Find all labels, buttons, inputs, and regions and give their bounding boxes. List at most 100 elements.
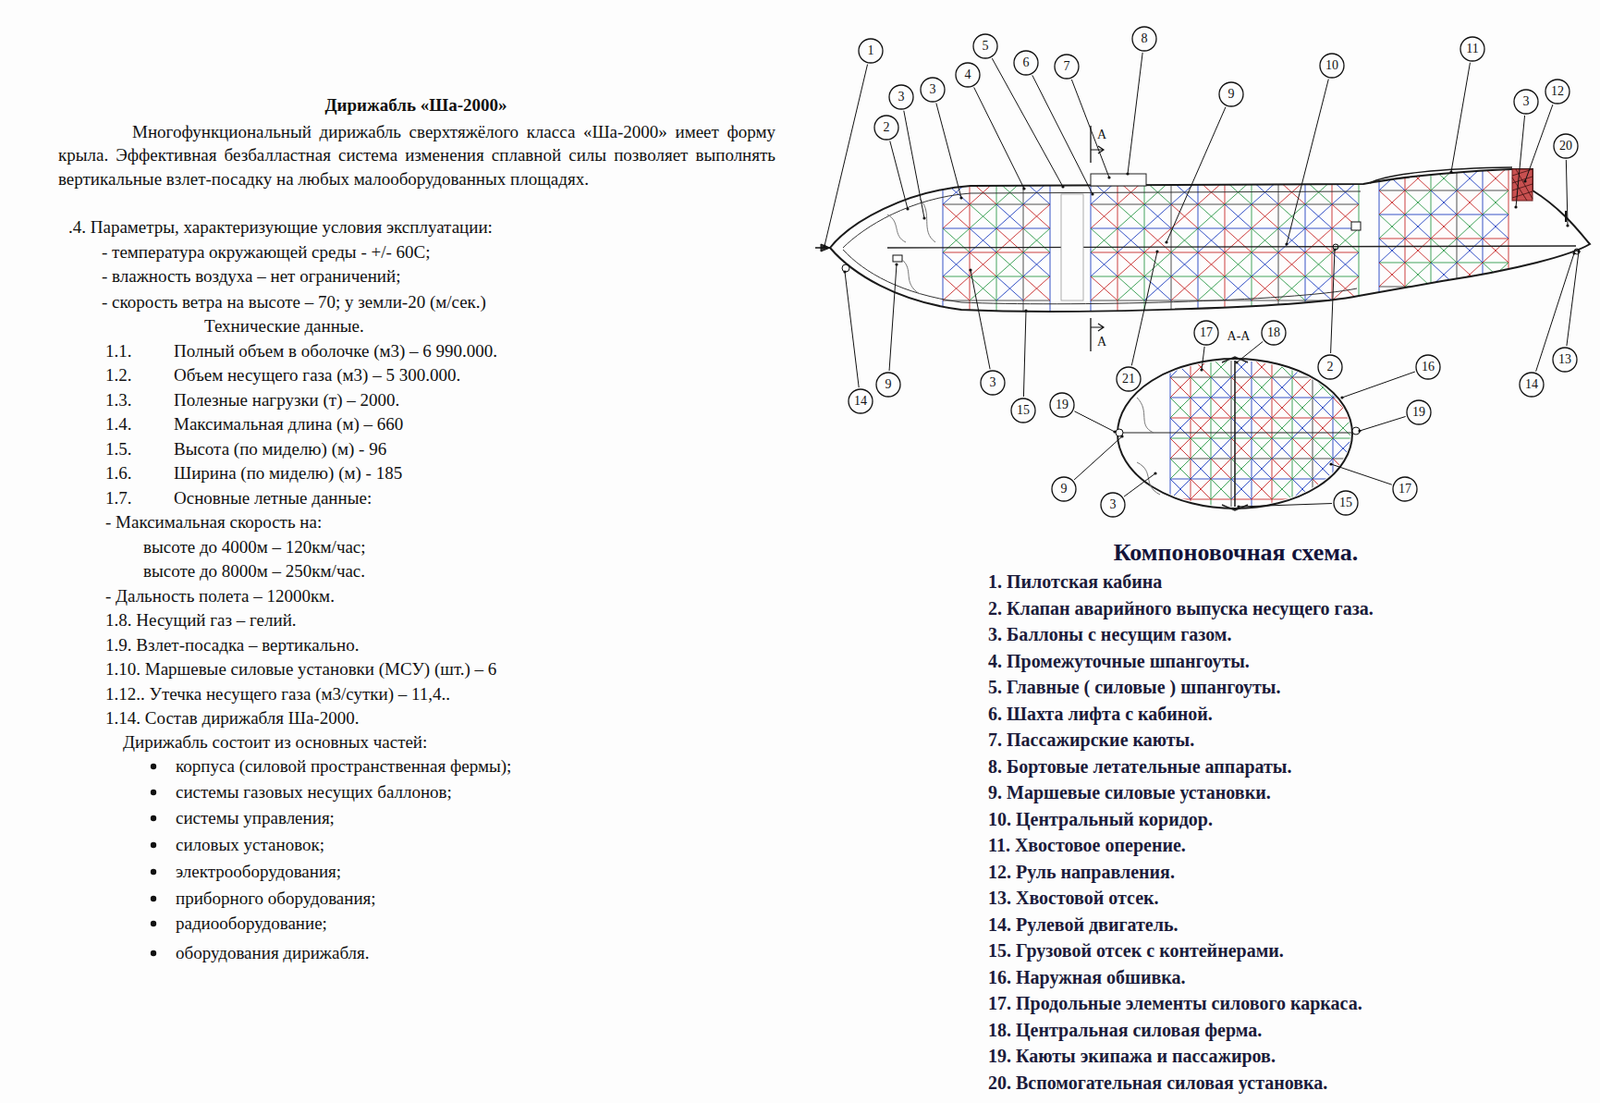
- truss-member: [1190, 478, 1211, 500]
- truss-member: [1170, 417, 1356, 419]
- central-corridor: [887, 245, 1576, 248]
- truss-member: [1210, 438, 1232, 459]
- callout-outline: [1100, 492, 1125, 517]
- truss-member: [1224, 252, 1252, 277]
- callout-outline: [955, 62, 980, 87]
- spec-text: 1.6.: [105, 462, 133, 485]
- truss-member: [1210, 438, 1232, 459]
- truss-member: [1231, 356, 1233, 511]
- truss-member: [1271, 478, 1293, 500]
- truss-member: [1305, 276, 1332, 301]
- truss-member: [1144, 204, 1172, 229]
- truss-member: [1312, 478, 1333, 500]
- callout-number: 3: [919, 76, 946, 103]
- paragraph: Многофункциональный дирижабль сверхтяжёл…: [58, 120, 776, 191]
- truss-member: [1210, 478, 1232, 500]
- callout-outline: [1545, 79, 1570, 104]
- spec-text: Полезные нагрузки (т) – 2000.: [173, 389, 400, 412]
- truss-member: [1170, 438, 1356, 440]
- spec-text: - Дальность полета – 12000км.: [105, 585, 335, 608]
- leader-line: [1525, 104, 1553, 182]
- rudder: [1512, 169, 1533, 201]
- truss-member: [1251, 438, 1272, 459]
- callout-circle: 3: [919, 76, 946, 103]
- leader-dot: [1449, 170, 1453, 173]
- truss-member: [942, 276, 970, 301]
- truss-member: [942, 180, 970, 205]
- callout-circle: 14: [1518, 371, 1545, 398]
- key-item: 9. Маршевые силовые установки.: [988, 780, 1271, 805]
- truss-member: [996, 180, 1024, 205]
- truss-member: [1251, 458, 1272, 479]
- truss-member: [1117, 228, 1145, 253]
- callout-outline: [858, 38, 883, 63]
- page-title: Дирижабль «Ша-2000»: [325, 94, 508, 117]
- spec-text: - влажность воздуха – нет ограничений;: [101, 265, 401, 288]
- truss-member: [1050, 180, 1051, 319]
- truss-member: [1197, 228, 1225, 253]
- callout-number: 14: [847, 388, 874, 415]
- callout-outline: [1392, 476, 1417, 501]
- truss-member: [1197, 276, 1225, 301]
- bullet: [150, 842, 157, 848]
- callout-outline: [1319, 53, 1344, 78]
- leader-line: [1359, 415, 1406, 431]
- truss-member: [1292, 438, 1313, 459]
- spec-text: Максимальная длина (м) – 660: [173, 413, 404, 436]
- truss-member: [1379, 190, 1405, 215]
- truss-member: [1305, 204, 1332, 229]
- callout-number: 3: [888, 84, 915, 110]
- leader-dot: [1024, 308, 1027, 312]
- leader-dot: [842, 269, 846, 273]
- callout-outline: [1318, 354, 1343, 379]
- leader-dot: [968, 268, 972, 271]
- truss-member: [996, 276, 1024, 301]
- section-mark: А: [1097, 126, 1107, 144]
- callout-circle: 14: [847, 388, 874, 415]
- truss-member: [1292, 458, 1313, 479]
- leader-line: [890, 141, 908, 209]
- callout-circle: 2: [873, 114, 900, 141]
- callout-number: 18: [1260, 319, 1287, 346]
- truss-member: [969, 204, 997, 229]
- truss-member: [1430, 238, 1457, 263]
- callout-circle: 17: [1392, 476, 1418, 502]
- truss-member: [1090, 252, 1118, 277]
- truss-member: [1210, 397, 1232, 418]
- truss-member: [1271, 458, 1293, 479]
- truss-member: [1224, 180, 1226, 319]
- spec-text: 1.12.. Утечка несущего газа (м3/сутки) –…: [105, 683, 451, 706]
- truss-member: [1117, 276, 1145, 301]
- truss-member: [1404, 166, 1431, 191]
- inner-skin: [842, 249, 1357, 305]
- truss-member: [942, 252, 970, 277]
- truss-member: [1190, 417, 1211, 439]
- truss-member: [1456, 166, 1458, 306]
- leader-dot: [1576, 249, 1580, 253]
- leader-line: [991, 58, 1063, 187]
- truss-member: [1170, 458, 1356, 460]
- leader-line: [1023, 310, 1026, 397]
- truss-member: [1332, 397, 1354, 418]
- truss-member: [1456, 214, 1483, 239]
- engine-symbol: [1351, 221, 1361, 231]
- callout-circle: 15: [1010, 397, 1037, 424]
- callout-outline: [1552, 347, 1577, 372]
- leader-dot: [1523, 179, 1527, 183]
- callout-circle: 11: [1459, 36, 1486, 62]
- key-item: 7. Пассажирские каюты.: [988, 727, 1195, 752]
- callout-number: 11: [1459, 36, 1486, 62]
- spec-text: .4. Параметры, характеризующие условия э…: [68, 216, 493, 239]
- callout-outline: [1051, 476, 1076, 501]
- truss-member: [1197, 252, 1225, 277]
- truss-member: [1332, 397, 1354, 418]
- truss-member: [1305, 228, 1332, 253]
- truss-member: [1404, 190, 1431, 215]
- leader-line: [1236, 341, 1263, 363]
- truss-member: [1305, 252, 1332, 277]
- truss-member: [1482, 238, 1509, 263]
- truss-member: [1251, 228, 1279, 253]
- leader-dot: [822, 244, 826, 247]
- truss-member: [1090, 204, 1118, 229]
- truss-member: [1331, 180, 1333, 319]
